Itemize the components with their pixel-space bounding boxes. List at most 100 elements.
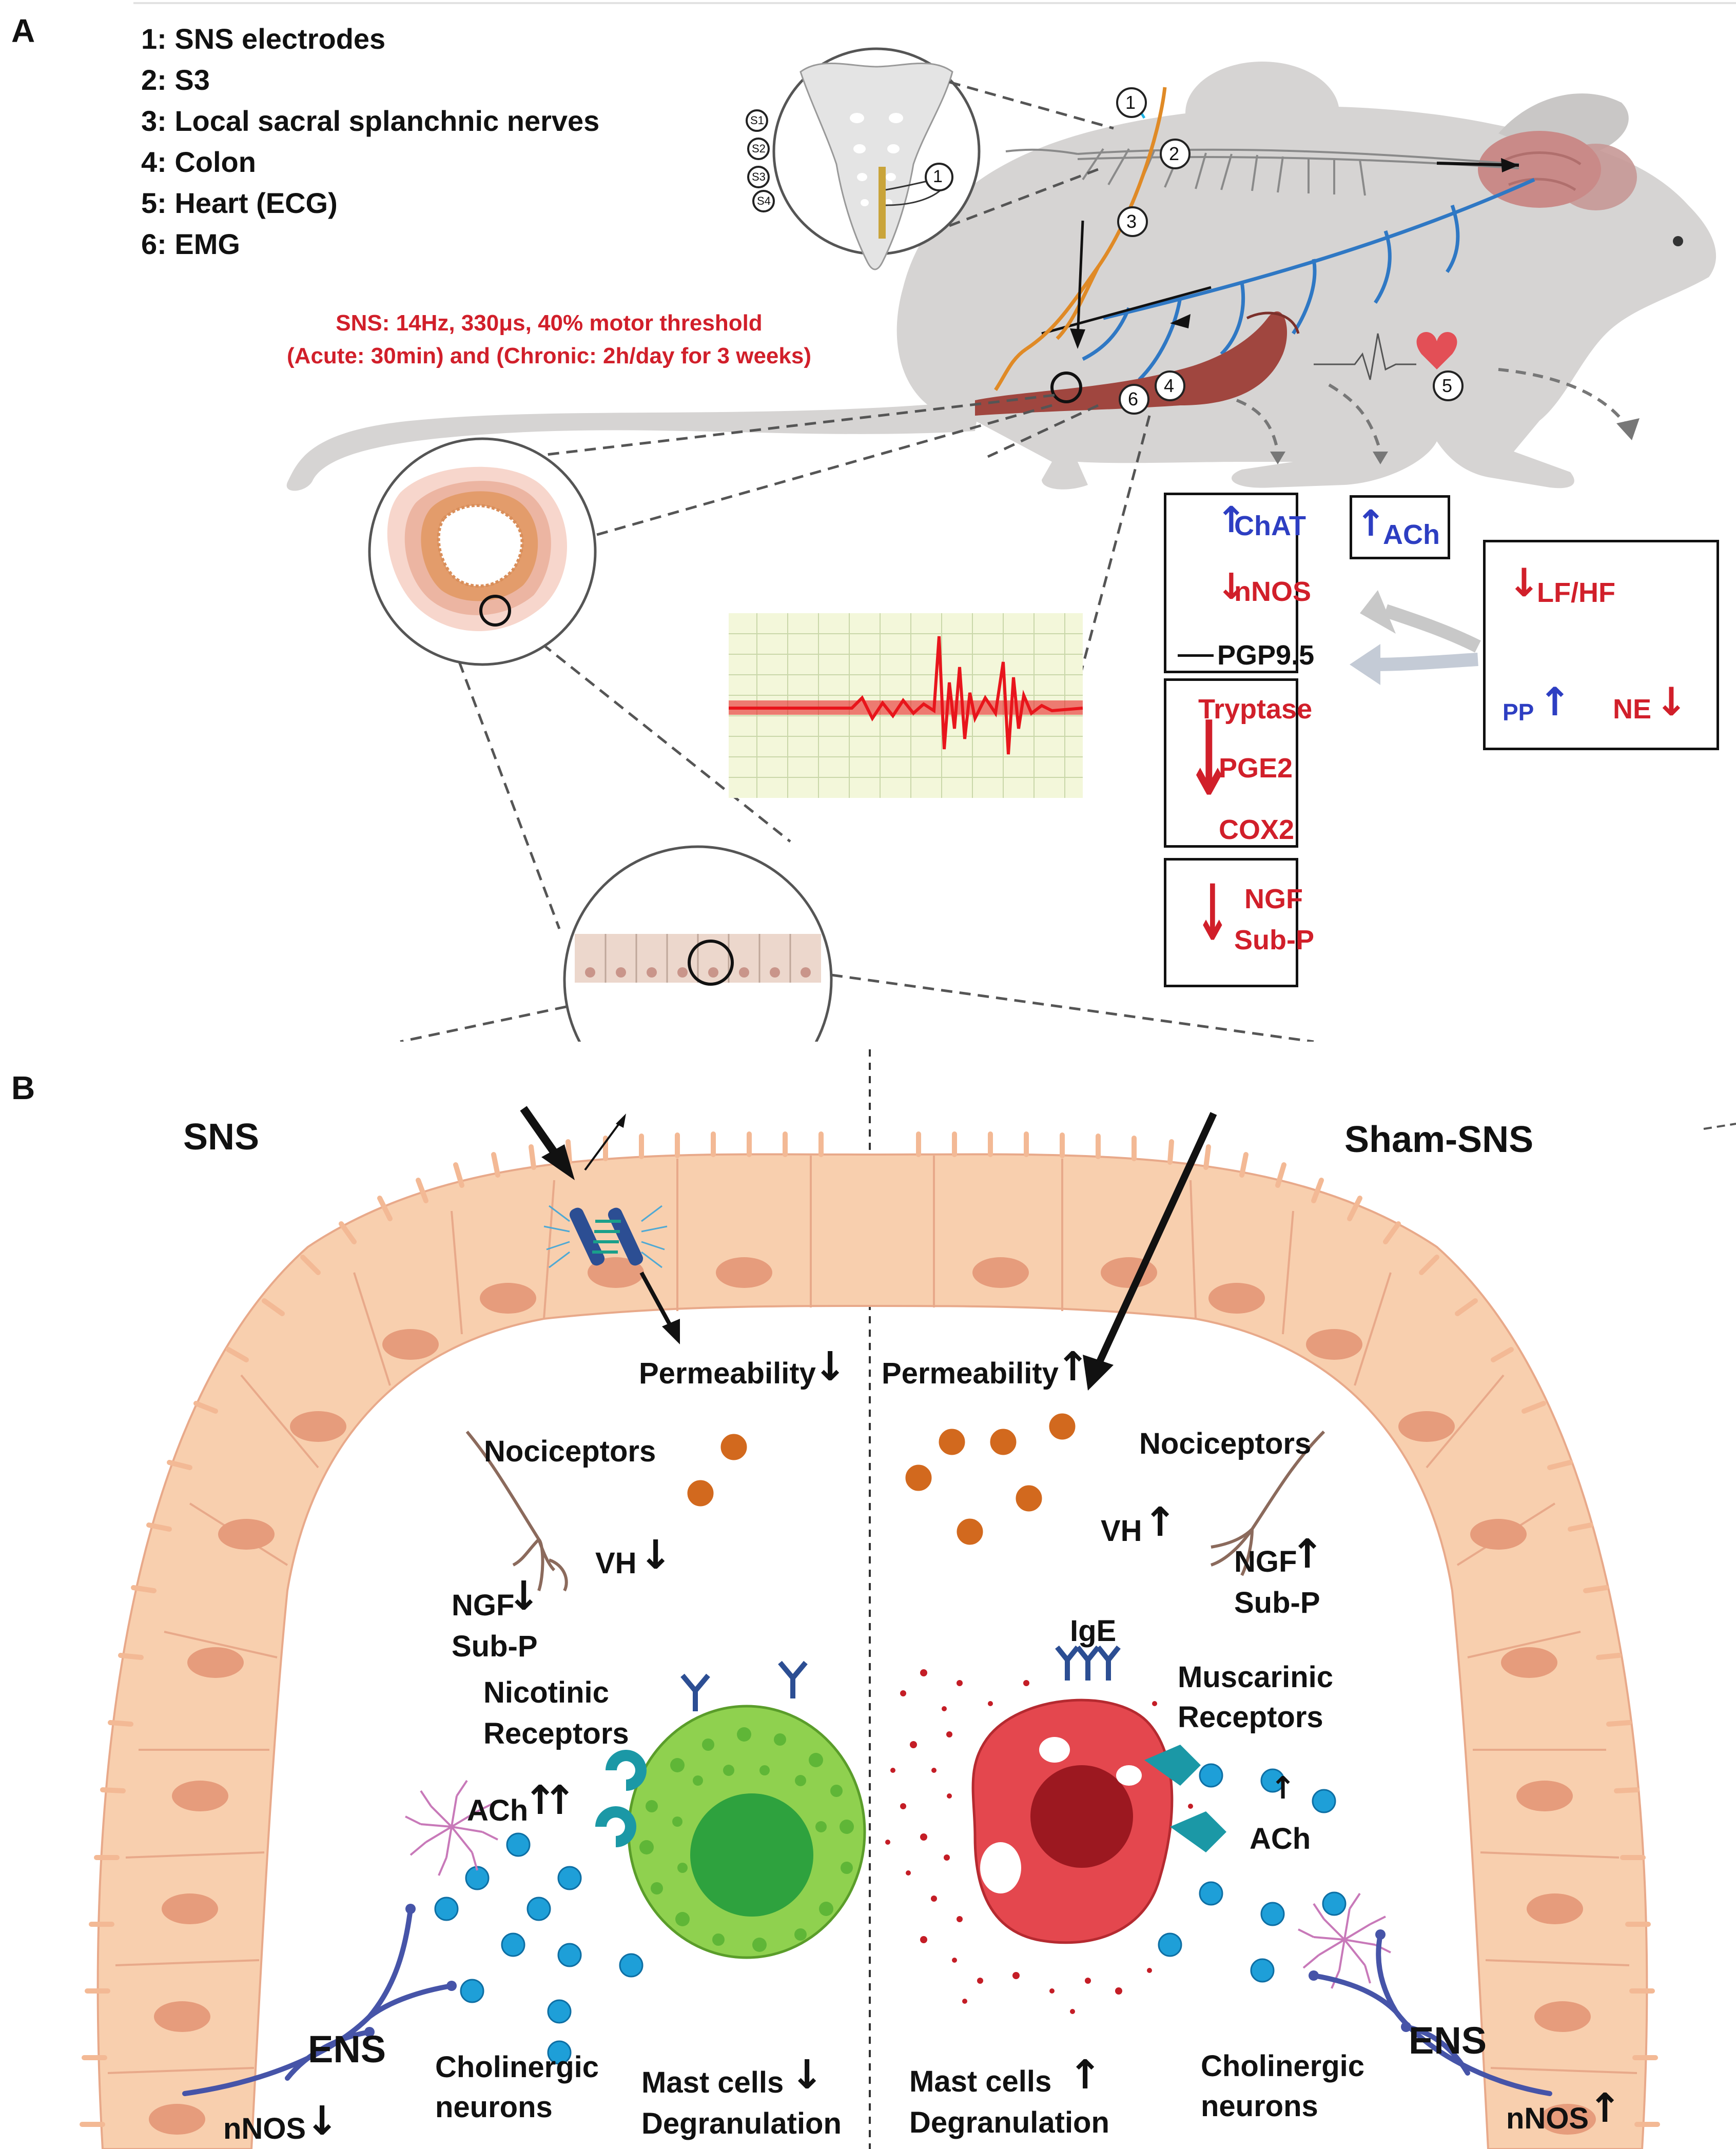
nicotinic-receptor-icon bbox=[595, 1750, 647, 1847]
marker-pge2: PGE2 bbox=[1219, 753, 1293, 784]
marker-ngf: NGF bbox=[1244, 884, 1303, 914]
left-mast-2: Degranulation bbox=[641, 2107, 842, 2140]
left-cholinergic-2: neurons bbox=[435, 2091, 553, 2124]
callout-2: 2 bbox=[1169, 143, 1180, 164]
marker-subp: Sub-P bbox=[1234, 925, 1314, 955]
epithelium-strip bbox=[575, 934, 821, 983]
right-ens: ENS bbox=[1409, 2019, 1487, 2062]
stimulation-params-line1: SNS: 14Hz, 330μs, 40% motor threshold bbox=[336, 310, 763, 336]
marker-ach: ACh bbox=[1383, 519, 1440, 550]
left-cholinergic-1: Cholinergic bbox=[435, 2050, 599, 2084]
right-muscarinic-1: Muscarinic bbox=[1178, 1660, 1333, 1694]
legend-item-5: 5: Heart (ECG) bbox=[141, 187, 338, 219]
marker-box-enteric bbox=[1164, 493, 1298, 673]
sacral-nerve bbox=[994, 87, 1167, 391]
brain bbox=[1478, 131, 1601, 208]
right-ige: IgE bbox=[1070, 1614, 1117, 1648]
marker-box-inflammation bbox=[1164, 678, 1298, 848]
right-nociceptors: Nociceptors bbox=[1139, 1427, 1312, 1460]
epithelial-lining bbox=[80, 1131, 1660, 2149]
panel-b-illustration bbox=[80, 1049, 1736, 2149]
left-ens: ENS bbox=[308, 2028, 386, 2070]
sacrum-label-s1: S1 bbox=[750, 114, 764, 127]
callout-4: 4 bbox=[1164, 375, 1175, 396]
left-nociceptors: Nociceptors bbox=[484, 1435, 656, 1468]
marker-box-autonomic bbox=[1483, 540, 1719, 750]
cholinergic-neuron-right bbox=[1298, 1892, 1391, 1989]
up-arrow-icon: ↑ bbox=[523, 1777, 557, 1824]
ach-molecules bbox=[434, 1763, 1347, 2065]
right-mast-1: Mast cells bbox=[909, 2065, 1052, 2098]
heart-icon bbox=[1416, 331, 1457, 369]
up-arrow-icon: ↑ bbox=[1270, 1770, 1296, 1806]
right-mast-2: Degranulation bbox=[909, 2106, 1109, 2139]
left-subp: Sub-P bbox=[452, 1630, 538, 1663]
right-ach: ACh bbox=[1250, 1822, 1311, 1855]
left-title: SNS bbox=[183, 1117, 260, 1158]
colon bbox=[975, 311, 1300, 416]
antibody-icon bbox=[680, 1645, 1121, 1711]
up-arrow-icon: ↑ bbox=[1538, 679, 1571, 725]
callout-3: 3 bbox=[1126, 211, 1137, 232]
right-nnos: nNOS bbox=[1506, 2102, 1589, 2135]
sacrum-label-s4: S4 bbox=[757, 194, 771, 207]
down-arrow-icon: ↓ bbox=[790, 2052, 824, 2098]
callout-1-sacrum: 1 bbox=[933, 167, 943, 186]
right-subp: Sub-P bbox=[1234, 1586, 1320, 1619]
right-cholinergic-1: Cholinergic bbox=[1201, 2049, 1365, 2083]
marker-box-ach bbox=[1350, 495, 1450, 559]
down-arrow-icon: ↓ bbox=[1185, 699, 1233, 819]
right-ngf: NGF bbox=[1234, 1545, 1297, 1578]
panel-a-illustration bbox=[133, 2, 1736, 1042]
right-muscarinic-2: Receptors bbox=[1178, 1701, 1323, 1734]
down-arrow-icon: ↓ bbox=[639, 1532, 673, 1578]
up-arrow-icon: ↑ bbox=[1056, 1344, 1090, 1390]
no-change-dash bbox=[1178, 654, 1214, 657]
left-nicotinic-1: Nicotinic bbox=[483, 1676, 609, 1709]
left-ngf: NGF bbox=[452, 1589, 515, 1622]
stimulation-params-line2: (Acute: 30min) and (Chronic: 2h/day for … bbox=[287, 343, 811, 368]
marker-pp: PP bbox=[1503, 699, 1534, 726]
left-permeability: Permeability bbox=[639, 1357, 816, 1390]
up-arrow-icon: ↑ bbox=[1143, 1499, 1177, 1546]
marker-chat: ChAT bbox=[1234, 511, 1306, 541]
right-permeability: Permeability bbox=[882, 1357, 1059, 1390]
left-nnos: nNOS bbox=[223, 2112, 306, 2145]
sacrum-label-s3: S3 bbox=[752, 170, 766, 183]
legend-item-4: 4: Colon bbox=[141, 146, 256, 178]
callout-1: 1 bbox=[1125, 92, 1136, 113]
left-vh: VH bbox=[595, 1547, 637, 1580]
down-arrow-icon: ↓ bbox=[1508, 560, 1540, 605]
marker-ne: NE bbox=[1613, 694, 1652, 725]
left-nicotinic-2: Receptors bbox=[483, 1717, 629, 1750]
left-mast-1: Mast cells bbox=[641, 2066, 784, 2099]
marker-tryptase: Tryptase bbox=[1198, 694, 1313, 725]
marker-nnos: nNOS bbox=[1234, 576, 1312, 607]
right-cholinergic-2: neurons bbox=[1201, 2089, 1318, 2123]
cholinergic-neuron-left bbox=[405, 1780, 498, 1876]
legend-item-6: 6: EMG bbox=[141, 228, 240, 260]
down-arrow-icon: ↓ bbox=[507, 1573, 541, 1619]
marker-cox2: COX2 bbox=[1219, 814, 1295, 845]
panel-label-a: A bbox=[11, 12, 35, 49]
emg-recording bbox=[729, 613, 1083, 798]
luminal-antigens bbox=[687, 1413, 1076, 1545]
sacrum-label-s2: S2 bbox=[752, 142, 766, 155]
mucosa-sample-circle bbox=[479, 595, 511, 627]
legend-item-3: 3: Local sacral splanchnic nerves bbox=[141, 105, 600, 137]
down-arrow-icon: ↓ bbox=[305, 2098, 339, 2144]
up-arrow-icon: ↑ bbox=[1356, 502, 1386, 544]
up-arrow-icon: ↑ bbox=[1216, 499, 1246, 541]
marker-box-neurotrophin bbox=[1164, 858, 1298, 987]
down-arrow-icon: ↓ bbox=[1216, 565, 1246, 608]
legend-item-2: 2: S3 bbox=[141, 64, 210, 96]
right-vh: VH bbox=[1101, 1514, 1142, 1548]
callout-5: 5 bbox=[1442, 375, 1453, 396]
feedback-arrows bbox=[1350, 590, 1481, 685]
muscarinic-receptor-icon bbox=[1144, 1745, 1226, 1852]
up-arrow-icon: ↑ bbox=[1588, 2085, 1622, 2132]
electrode-lead bbox=[879, 167, 886, 239]
callout-6: 6 bbox=[1128, 388, 1139, 409]
right-title: Sham-SNS bbox=[1344, 1119, 1534, 1160]
